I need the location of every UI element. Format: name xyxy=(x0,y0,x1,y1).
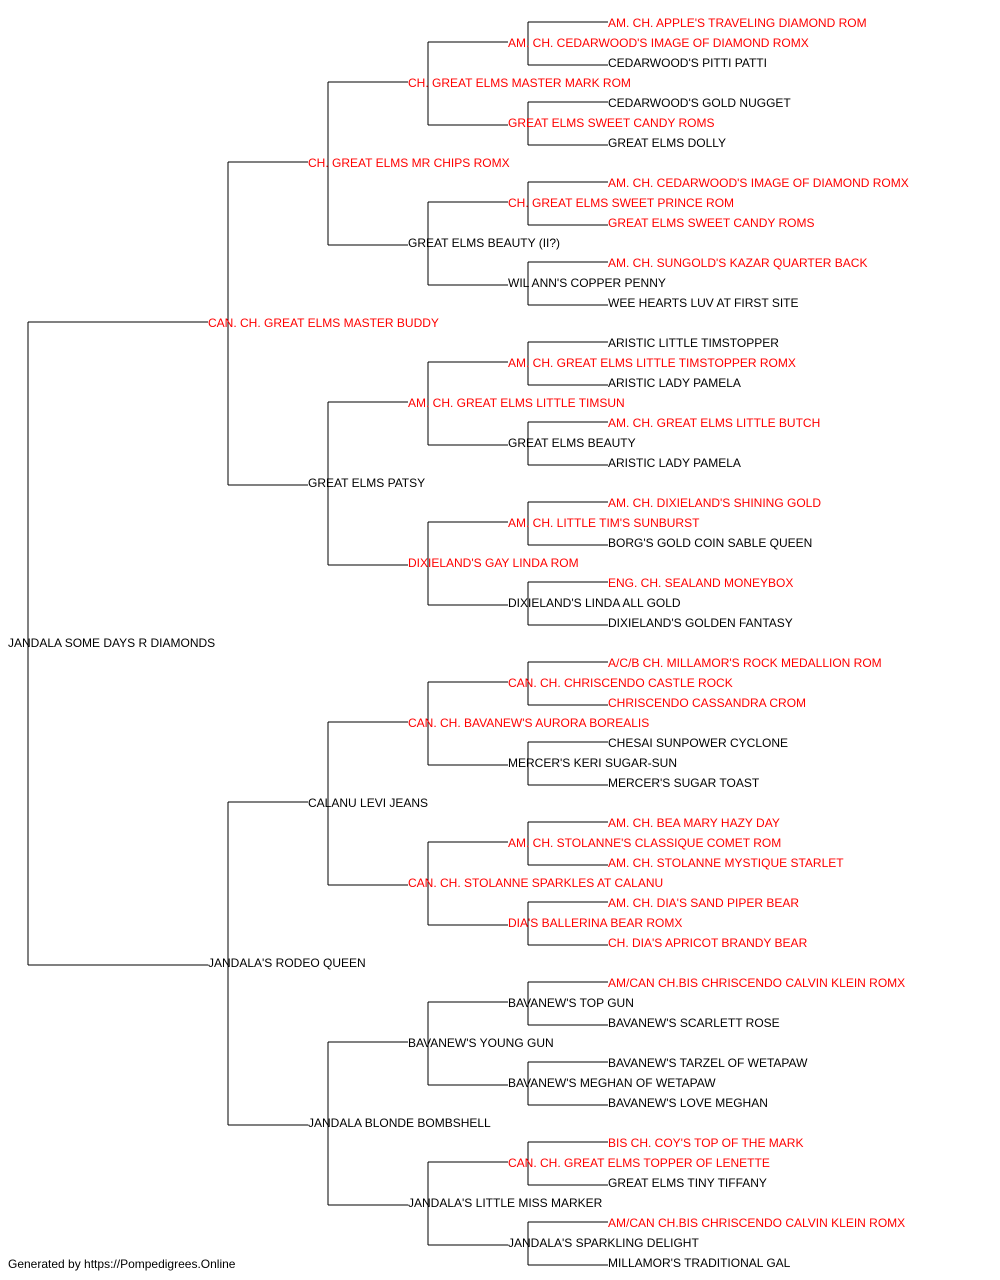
ancestor-gen5-name: AM. CH. BEA MARY HAZY DAY xyxy=(608,816,780,830)
ancestor-gen3-name: GREAT ELMS BEAUTY (II?) xyxy=(408,236,560,250)
ancestor-gen2-name: CH. GREAT ELMS MR CHIPS ROMX xyxy=(308,156,510,170)
ancestor-gen1-name: JANDALA'S RODEO QUEEN xyxy=(208,956,366,970)
ancestor-gen5-name: BAVANEW'S LOVE MEGHAN xyxy=(608,1096,768,1110)
pedigree-names: JANDALA SOME DAYS R DIAMONDS CAN. CH. GRE… xyxy=(8,16,909,1270)
ancestor-gen4-name: AM. CH. STOLANNE'S CLASSIQUE COMET ROM xyxy=(508,836,781,850)
ancestor-gen5-name: WEE HEARTS LUV AT FIRST SITE xyxy=(608,296,799,310)
ancestor-gen5-name: DIXIELAND'S GOLDEN FANTASY xyxy=(608,616,793,630)
ancestor-gen3-name: DIXIELAND'S GAY LINDA ROM xyxy=(408,556,579,570)
ancestor-gen4-name: CH. GREAT ELMS SWEET PRINCE ROM xyxy=(508,196,734,210)
connector-lines xyxy=(27,21,608,1266)
ancestor-gen4-name: CAN. CH. GREAT ELMS TOPPER OF LENETTE xyxy=(508,1156,770,1170)
subject-dog-name: JANDALA SOME DAYS R DIAMONDS xyxy=(8,636,215,650)
ancestor-gen4-name: AM. CH. CEDARWOOD'S IMAGE OF DIAMOND ROM… xyxy=(508,36,809,50)
ancestor-gen3-name: BAVANEW'S YOUNG GUN xyxy=(408,1036,554,1050)
ancestor-gen3-name: AM. CH. GREAT ELMS LITTLE TIMSUN xyxy=(408,396,625,410)
ancestor-gen5-name: BAVANEW'S SCARLETT ROSE xyxy=(608,1016,780,1030)
ancestor-gen5-name: CEDARWOOD'S PITTI PATTI xyxy=(608,56,767,70)
ancestor-gen2-name: GREAT ELMS PATSY xyxy=(308,476,425,490)
generated-by-footer: Generated by https://Pompedigrees.Online xyxy=(8,1257,236,1271)
ancestor-gen5-name: AM. CH. STOLANNE MYSTIQUE STARLET xyxy=(608,856,844,870)
ancestor-gen5-name: BAVANEW'S TARZEL OF WETAPAW xyxy=(608,1056,808,1070)
ancestor-gen5-name: AM/CAN CH.BIS CHRISCENDO CALVIN KLEIN RO… xyxy=(608,1216,905,1230)
ancestor-gen5-name: MERCER'S SUGAR TOAST xyxy=(608,776,760,790)
ancestor-gen5-name: ARISTIC LADY PAMELA xyxy=(608,376,741,390)
ancestor-gen5-name: AM. CH. SUNGOLD'S KAZAR QUARTER BACK xyxy=(608,256,867,270)
ancestor-gen4-name: GREAT ELMS BEAUTY xyxy=(508,436,636,450)
ancestor-gen4-name: WIL ANN'S COPPER PENNY xyxy=(508,276,666,290)
ancestor-gen4-name: JANDALA'S SPARKLING DELIGHT xyxy=(508,1236,699,1250)
ancestor-gen5-name: AM. CH. DIXIELAND'S SHINING GOLD xyxy=(608,496,821,510)
ancestor-gen5-name: BIS CH. COY'S TOP OF THE MARK xyxy=(608,1136,803,1150)
ancestor-gen5-name: A/C/B CH. MILLAMOR'S ROCK MEDALLION ROM xyxy=(608,656,882,670)
ancestor-gen4-name: DIA'S BALLERINA BEAR ROMX xyxy=(508,916,682,930)
ancestor-gen4-name: AM. CH. GREAT ELMS LITTLE TIMSTOPPER ROM… xyxy=(508,356,796,370)
ancestor-gen5-name: ENG. CH. SEALAND MONEYBOX xyxy=(608,576,793,590)
ancestor-gen5-name: AM. CH. DIA'S SAND PIPER BEAR xyxy=(608,896,799,910)
ancestor-gen5-name: CEDARWOOD'S GOLD NUGGET xyxy=(608,96,791,110)
ancestor-gen4-name: BAVANEW'S MEGHAN OF WETAPAW xyxy=(508,1076,716,1090)
ancestor-gen5-name: MILLAMOR'S TRADITIONAL GAL xyxy=(608,1256,791,1270)
ancestor-gen5-name: ARISTIC LITTLE TIMSTOPPER xyxy=(608,336,779,350)
ancestor-gen5-name: CHRISCENDO CASSANDRA CROM xyxy=(608,696,806,710)
ancestor-gen2-name: CALANU LEVI JEANS xyxy=(308,796,428,810)
ancestor-gen4-name: CAN. CH. CHRISCENDO CASTLE ROCK xyxy=(508,676,733,690)
ancestor-gen4-name: AM. CH. LITTLE TIM'S SUNBURST xyxy=(508,516,700,530)
ancestor-gen1-name: CAN. CH. GREAT ELMS MASTER BUDDY xyxy=(208,316,439,330)
ancestor-gen5-name: CHESAI SUNPOWER CYCLONE xyxy=(608,736,788,750)
ancestor-gen5-name: ARISTIC LADY PAMELA xyxy=(608,456,741,470)
ancestor-gen2-name: JANDALA BLONDE BOMBSHELL xyxy=(308,1116,491,1130)
ancestor-gen4-name: GREAT ELMS SWEET CANDY ROMS xyxy=(508,116,714,130)
ancestor-gen5-name: AM/CAN CH.BIS CHRISCENDO CALVIN KLEIN RO… xyxy=(608,976,905,990)
ancestor-gen4-name: MERCER'S KERI SUGAR-SUN xyxy=(508,756,677,770)
ancestor-gen4-name: BAVANEW'S TOP GUN xyxy=(508,996,634,1010)
ancestor-gen5-name: AM. CH. GREAT ELMS LITTLE BUTCH xyxy=(608,416,820,430)
ancestor-gen3-name: CAN. CH. STOLANNE SPARKLES AT CALANU xyxy=(408,876,663,890)
ancestor-gen4-name: DIXIELAND'S LINDA ALL GOLD xyxy=(508,596,681,610)
ancestor-gen5-name: AM. CH. APPLE'S TRAVELING DIAMOND ROM xyxy=(608,16,867,30)
ancestor-gen3-name: CAN. CH. BAVANEW'S AURORA BOREALIS xyxy=(408,716,649,730)
ancestor-gen5-name: AM. CH. CEDARWOOD'S IMAGE OF DIAMOND ROM… xyxy=(608,176,909,190)
ancestor-gen5-name: BORG'S GOLD COIN SABLE QUEEN xyxy=(608,536,812,550)
ancestor-gen5-name: GREAT ELMS DOLLY xyxy=(608,136,726,150)
ancestor-gen3-name: JANDALA'S LITTLE MISS MARKER xyxy=(408,1196,603,1210)
ancestor-gen5-name: GREAT ELMS SWEET CANDY ROMS xyxy=(608,216,814,230)
ancestor-gen5-name: CH. DIA'S APRICOT BRANDY BEAR xyxy=(608,936,808,950)
ancestor-gen3-name: CH. GREAT ELMS MASTER MARK ROM xyxy=(408,76,631,90)
ancestor-gen5-name: GREAT ELMS TINY TIFFANY xyxy=(608,1176,767,1190)
